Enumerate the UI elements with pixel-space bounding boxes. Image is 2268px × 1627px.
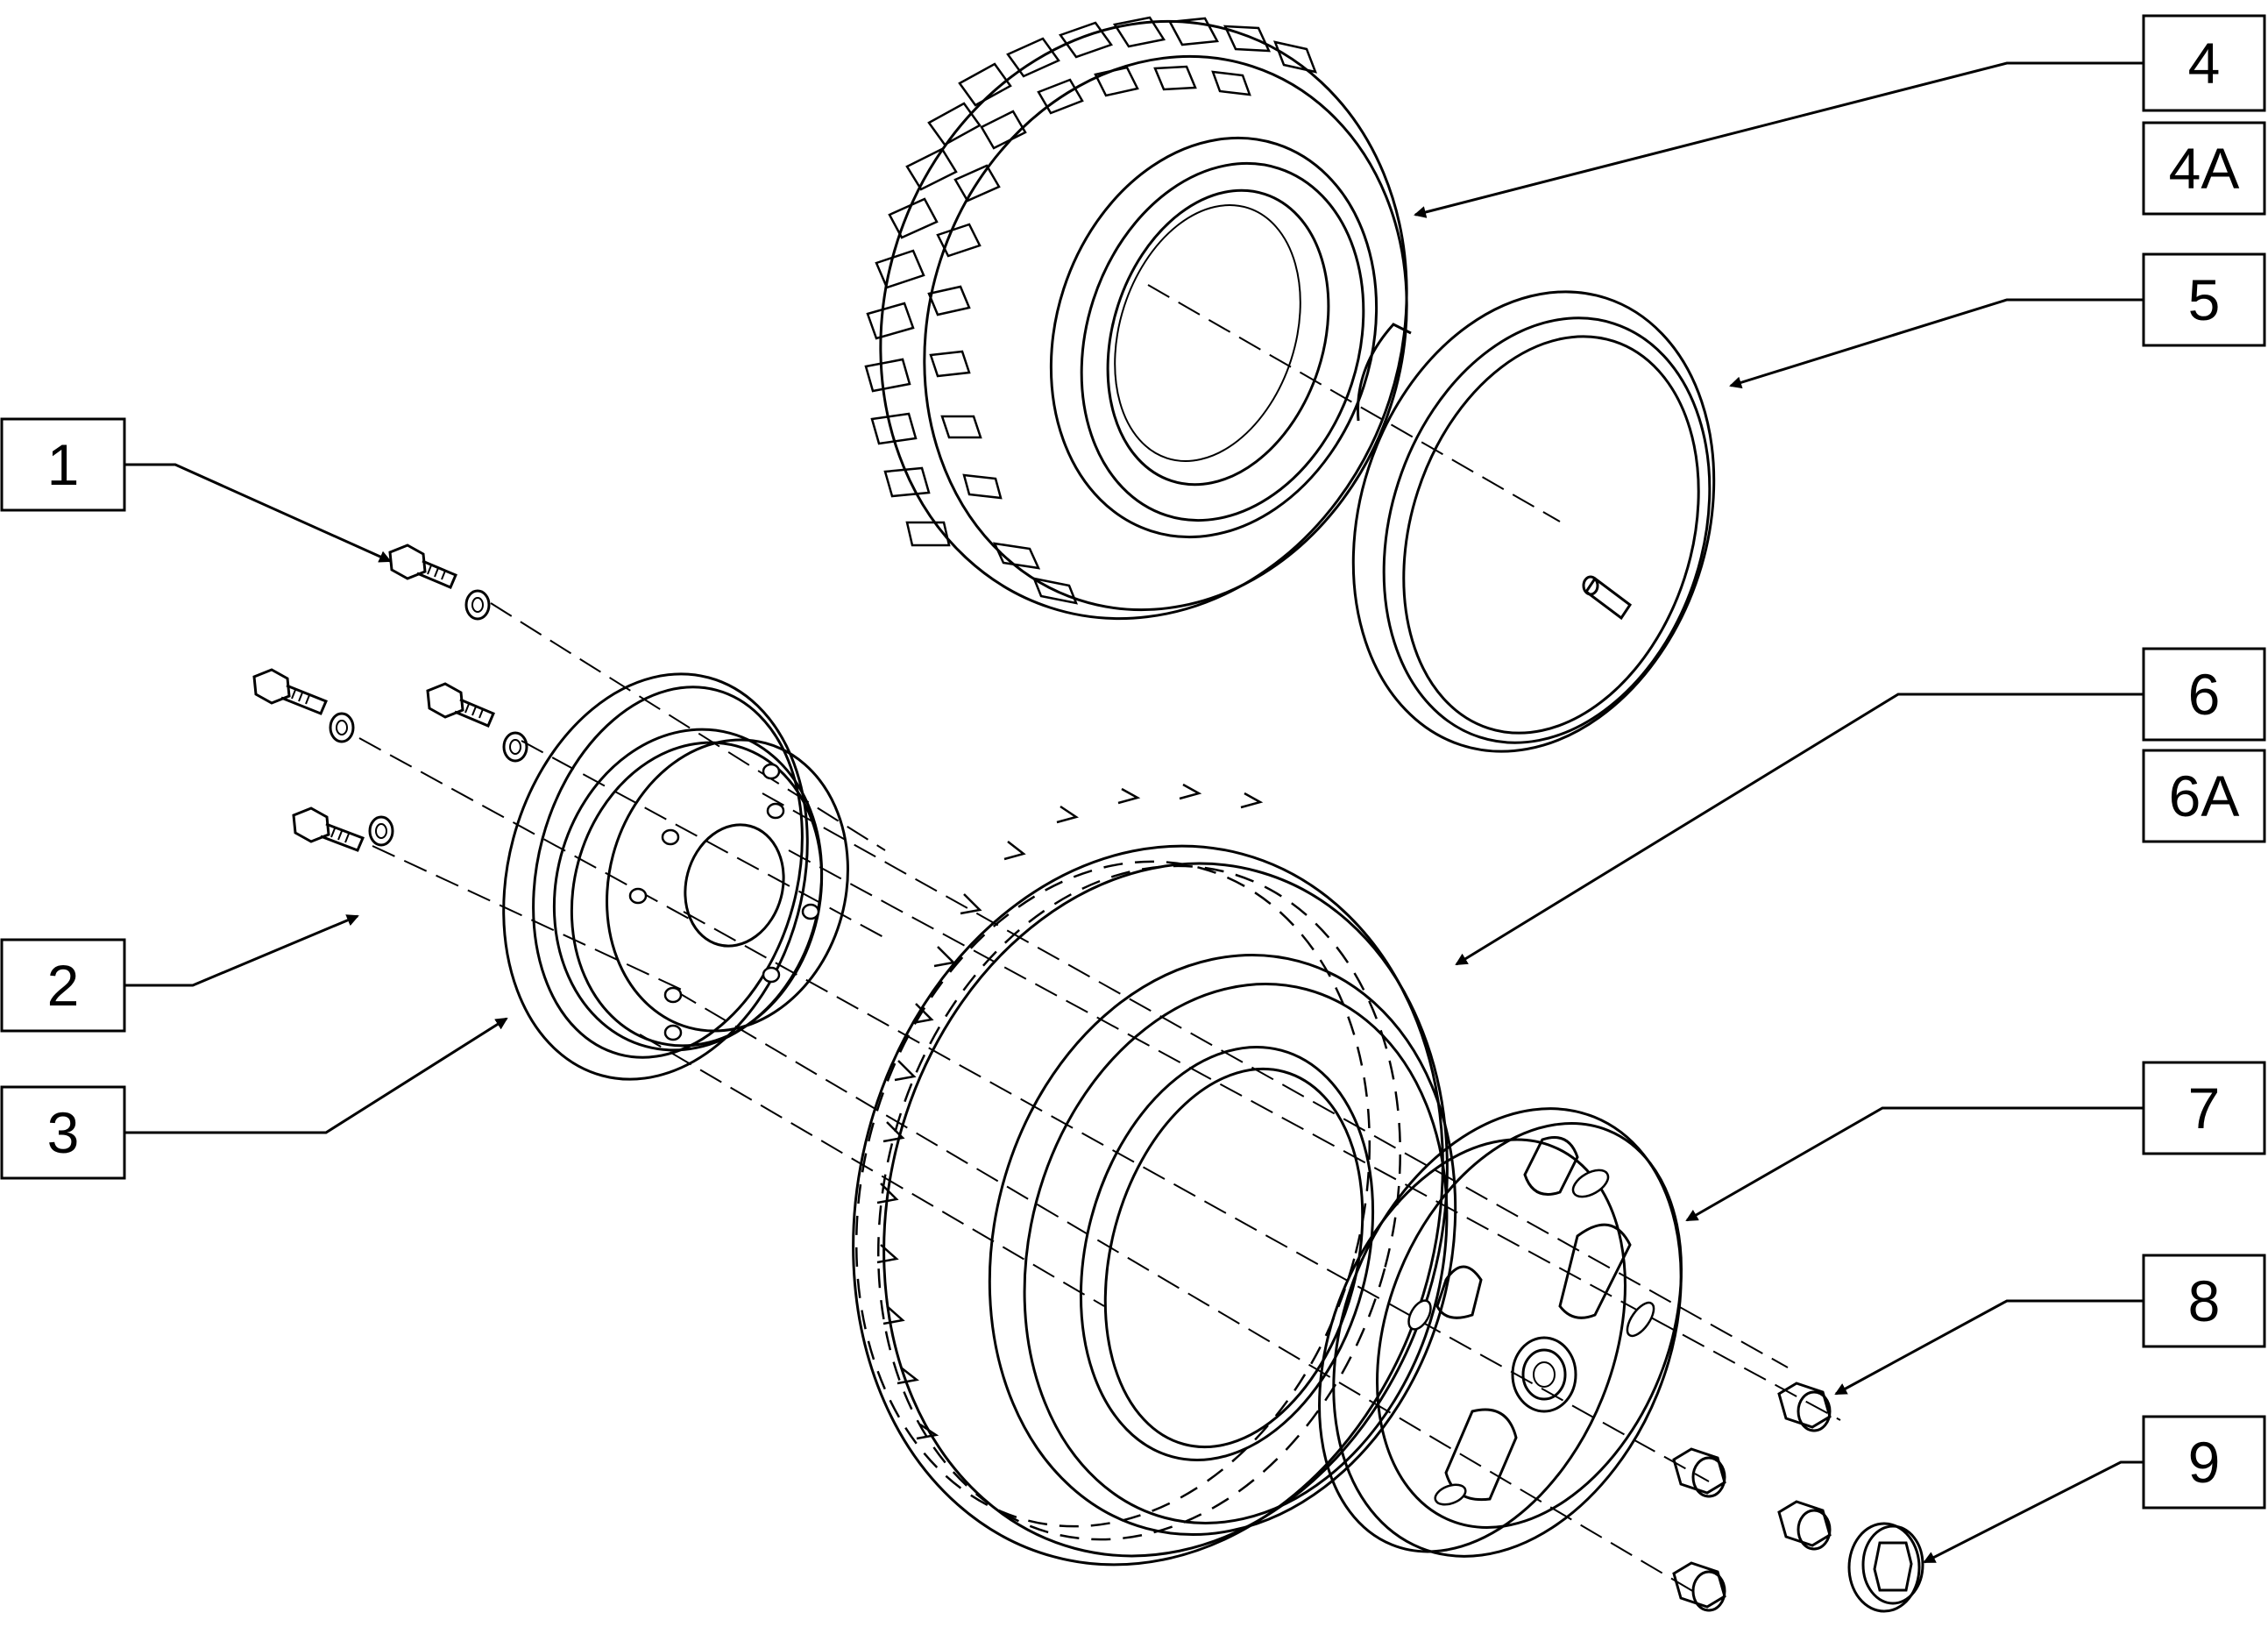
callout-label-4: 4 <box>2188 31 2221 96</box>
leader-2 <box>124 914 359 987</box>
leader-1 <box>124 463 392 563</box>
washer <box>502 731 528 763</box>
leader-9 <box>1923 1460 2144 1564</box>
lug-nut <box>1777 1382 1832 1432</box>
callout-label-5: 5 <box>2188 267 2221 332</box>
callout-label-1: 1 <box>47 432 80 497</box>
callout-4: 4 <box>2142 14 2266 112</box>
callout-7: 7 <box>2142 1061 2266 1155</box>
lug-nuts <box>1672 1382 1832 1612</box>
leader-6 <box>1455 693 2144 966</box>
callout-label-8: 8 <box>2188 1268 2221 1333</box>
rim-bolt-holes <box>628 763 820 1041</box>
callout-label-6: 6 <box>2188 662 2221 727</box>
center-cap <box>1847 1522 1924 1613</box>
bolts <box>252 544 495 852</box>
callout-4a: 4A <box>2142 121 2266 216</box>
bolt <box>252 668 328 715</box>
callout-label-7: 7 <box>2188 1076 2221 1140</box>
callout-8: 8 <box>2142 1254 2266 1348</box>
knobby-tread-blocks <box>864 16 1318 605</box>
rim-half <box>502 672 849 1081</box>
bolt <box>426 682 495 728</box>
bolt <box>388 544 457 589</box>
lug-nut <box>1672 1561 1726 1612</box>
hub-center <box>1511 1336 1577 1413</box>
callout-label-9: 9 <box>2188 1430 2221 1495</box>
leader-5 <box>1729 298 2144 389</box>
lug-nut <box>1672 1447 1726 1498</box>
road-tire <box>852 783 1457 1567</box>
assembly-axes <box>358 284 1841 1596</box>
callout-label-2: 2 <box>47 953 80 1018</box>
callout-label-6a: 6A <box>2169 764 2240 828</box>
valve-stem <box>1582 575 1633 621</box>
lug-nut <box>1777 1500 1832 1551</box>
leader-3 <box>124 1017 508 1134</box>
callout-5: 5 <box>2142 252 2266 347</box>
callout-label-4a: 4A <box>2169 136 2240 201</box>
washer <box>464 589 491 621</box>
leader-8 <box>1834 1299 2144 1396</box>
callout-3: 3 <box>0 1085 126 1180</box>
road-tire-tread <box>854 783 1402 1541</box>
washers <box>329 589 528 847</box>
inner-tube <box>1351 290 1716 753</box>
knobby-tire <box>864 16 1408 621</box>
callout-label-3: 3 <box>47 1100 80 1165</box>
callout-6a: 6A <box>2142 749 2266 843</box>
leader-7 <box>1685 1106 2144 1222</box>
bolt <box>292 806 365 852</box>
callout-9: 9 <box>2142 1415 2266 1510</box>
hub-rim <box>1318 1107 1683 1558</box>
washer <box>329 712 355 743</box>
washer <box>368 815 394 847</box>
callout-6: 6 <box>2142 647 2266 742</box>
hub-spoke-openings <box>1407 1136 1655 1506</box>
callout-1: 1 <box>0 417 126 512</box>
leader-4 <box>1414 61 2144 218</box>
callout-2: 2 <box>0 938 126 1033</box>
